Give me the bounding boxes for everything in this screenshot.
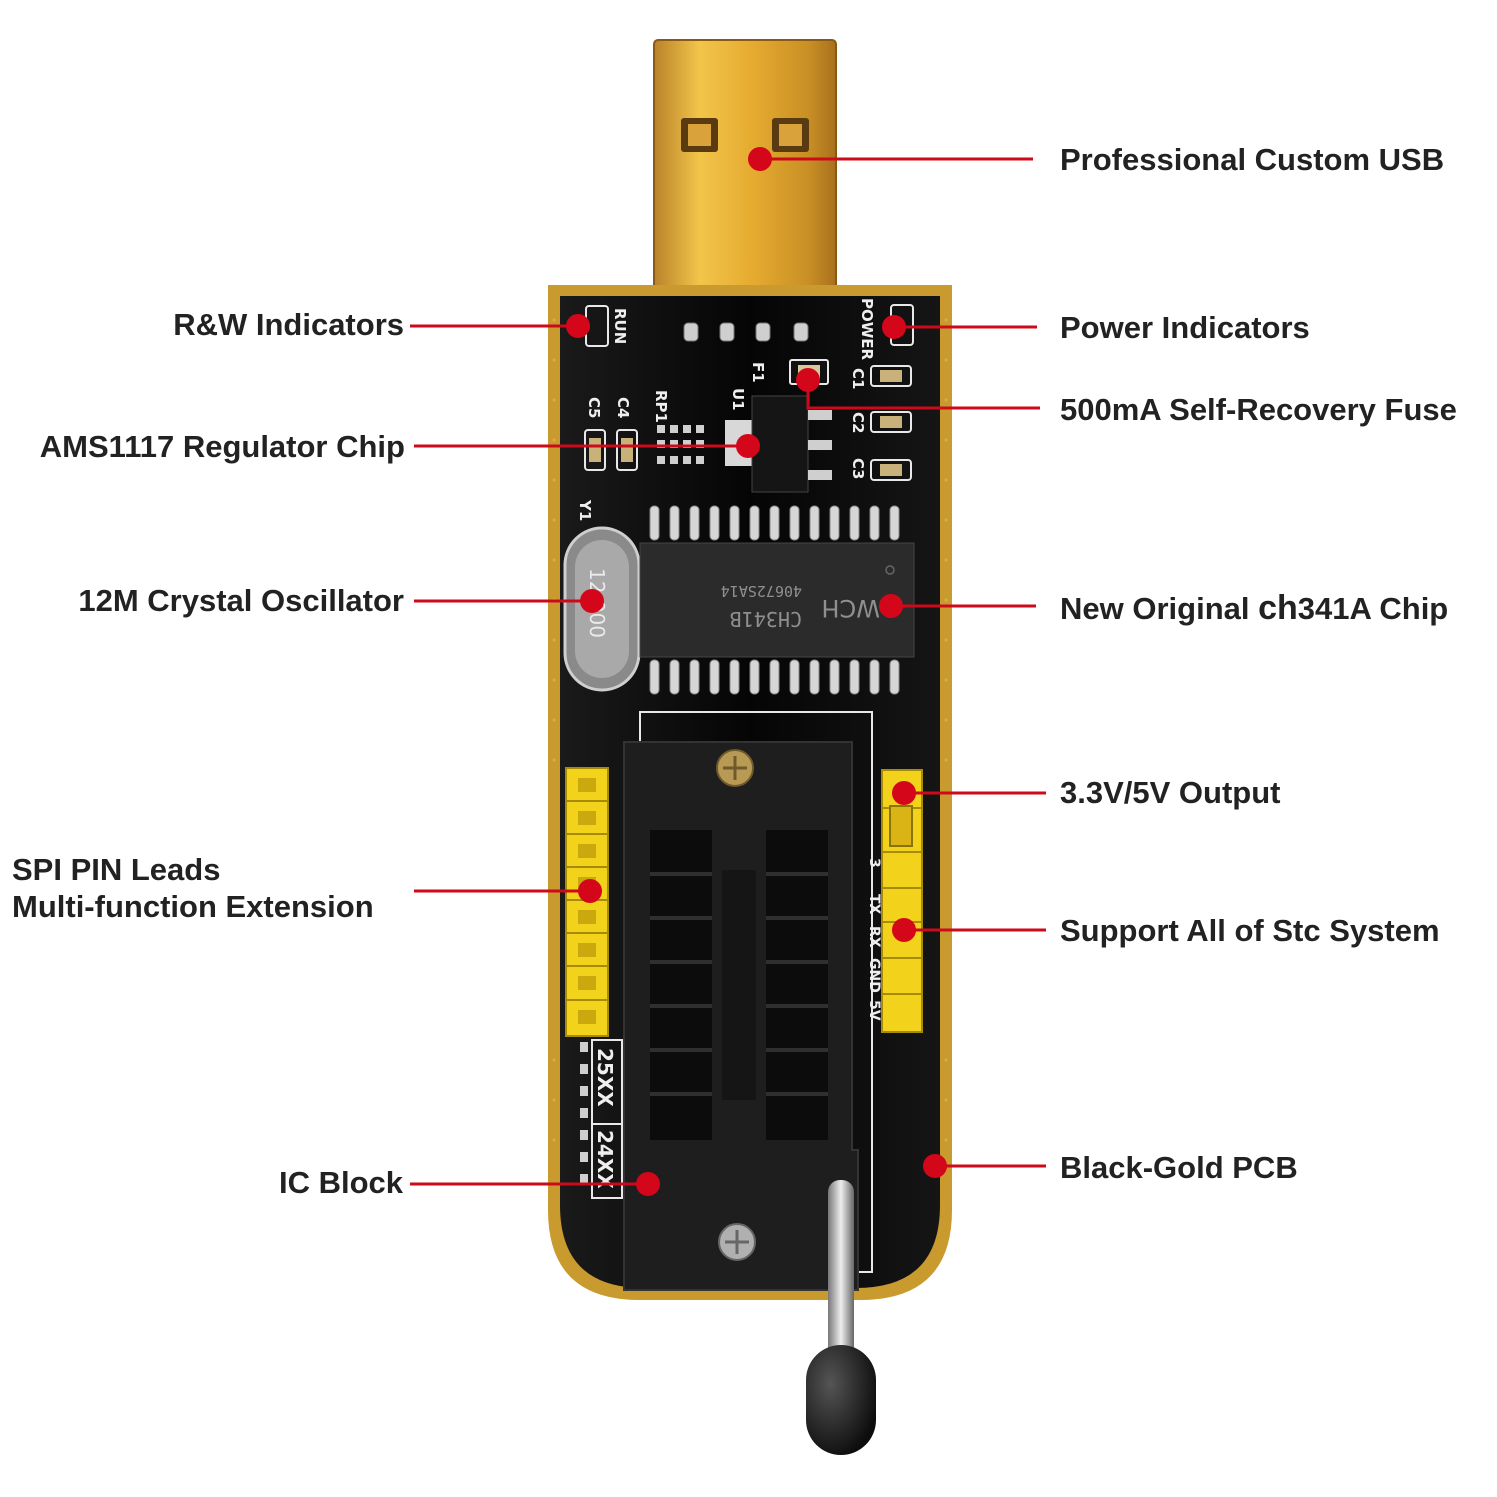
ch341-chip: CH341B 40672SA14 WCH [639,542,915,658]
silk-power: POWER [858,298,876,361]
silk-c5: C5 [585,397,603,418]
silk-25xx: 25XX [593,1048,617,1107]
crystal-oscillator: 12.000 [563,526,641,692]
callout-usb: Professional Custom USB [1060,142,1445,177]
resistor-pack-rp1 [657,425,704,464]
callout-spi-line2: Multi-function Extension [12,889,374,924]
callout-rw-indicators: R&W Indicators [173,307,404,342]
capacitors [584,365,912,481]
callout-ic-block: IC Block [278,1165,403,1200]
silk-u1: U1 [729,388,747,411]
serial-header: 3 TX RX GND 5V [866,769,923,1033]
silk-24xx: 24XX [593,1130,617,1189]
dot-ic-block [636,1172,660,1196]
pin-label-5v: 5V [866,1000,882,1021]
regulator-ams1117 [725,395,832,493]
callout-crystal: 12M Crystal Oscillator [78,583,404,618]
callout-stc: Support All of Stc System [1060,913,1440,948]
silk-c3: C3 [849,458,867,479]
pin-label-rx: RX [866,926,882,948]
silk-c4: C4 [614,397,632,418]
silk-f1: F1 [749,362,767,383]
callout-spi-line1: SPI PIN Leads [12,852,221,887]
zif-socket [623,741,859,1291]
silk-y1: Y1 [576,499,594,521]
eeprom-silkscreen: 25XX 24XX [580,1039,623,1199]
callout-dots [566,147,947,1196]
usb-connector [653,39,837,333]
dot-stc [892,918,916,942]
pin-label-gnd: GND [866,958,882,993]
chip-marking-2: 40672SA14 [721,582,802,600]
callout-chip: New Original ch341A Chip [1060,589,1448,628]
dot-output [892,781,916,805]
ch341-chip-pins [649,505,900,695]
pin-label-tx: TX [866,894,882,915]
callout-pcb: Black-Gold PCB [1060,1150,1298,1185]
dot-chip [879,594,903,618]
chip-marking-1: CH341B [730,607,802,631]
callout-output: 3.3V/5V Output [1060,775,1281,810]
zif-lever [806,1180,876,1455]
dot-crystal [580,589,604,613]
usb-pins [683,322,809,342]
dot-power [882,315,906,339]
silk-c1: C1 [849,368,867,389]
dot-fuse [796,368,820,392]
callout-power-indicators: Power Indicators [1060,310,1310,345]
callout-chip-prefix: New Original [1060,591,1259,626]
dot-rw [566,314,590,338]
dot-usb [748,147,772,171]
silk-rp1: RP1 [652,390,670,423]
dot-regulator [736,434,760,458]
callout-chip-brand: ch [1258,589,1298,627]
callout-fuse: 500mA Self-Recovery Fuse [1060,392,1457,427]
callout-chip-suffix: 341A Chip [1297,591,1449,626]
dot-pcb [923,1154,947,1178]
callout-regulator: AMS1117 Regulator Chip [39,429,405,464]
pin-label-3: 3 [866,858,882,868]
dot-spi [578,879,602,903]
silk-c2: C2 [849,412,867,433]
callout-leaders [410,157,1046,1186]
chip-logo: WCH [821,594,880,622]
silk-run: RUN [611,308,629,344]
